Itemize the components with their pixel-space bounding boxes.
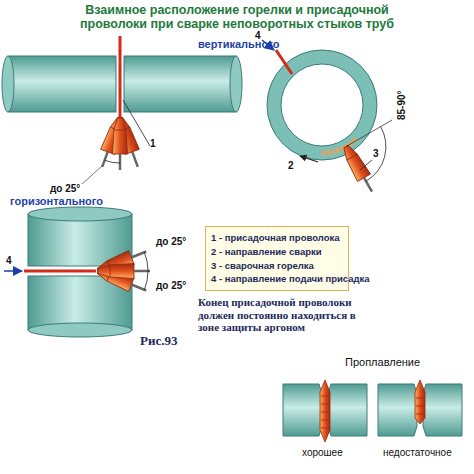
angle-arc [366,127,386,182]
angle-arc [144,252,148,271]
pipe-ring-edge [267,50,377,160]
legend-line: 1 - присадочная проволока [211,231,343,245]
pipe-section [283,384,322,436]
pipe-section [423,384,462,436]
filler-wire [24,270,96,273]
pipe [8,56,116,112]
leader-line [123,100,150,146]
section-heading: Проплавление [345,356,420,369]
welding-torch [98,264,150,279]
pipe-ring [274,57,370,153]
callout-number: 4 [6,255,12,267]
note-text: Конец присадочной проволоки должен посто… [198,296,376,334]
pipe-section [328,384,367,436]
welding-torch [113,115,145,169]
angle-label: до 25° [156,236,186,248]
pipe-section [378,384,417,436]
leader-line [360,160,372,170]
callout-number: 2 [288,160,294,172]
angle-label: до 25° [50,183,80,195]
legend-line: 4 - направление подачи присадка [211,272,343,286]
pipe-end [230,56,242,112]
pipe [124,56,236,112]
angle-arc [105,160,120,163]
bead-ripples [416,398,424,414]
legend-box: 1 - присадочная проволока2 - направление… [205,226,349,291]
tangent-line [346,120,392,147]
angle-label: до 25° [156,280,186,292]
welding-torch [113,118,128,170]
callout-number: 3 [373,148,379,160]
filler-wire [119,36,122,120]
bead-ripples [321,396,329,428]
pipe-end [28,207,132,221]
legend-line: 3 - сварочная горелка [211,259,343,273]
welding-torch [95,245,149,278]
pipe-ring-edge [281,64,363,146]
weld-bead [415,380,425,424]
feed-arrow [4,270,22,272]
quality-label: недостаточное [383,447,452,459]
welding-torch [95,264,149,297]
callout-number: 1 [150,138,156,150]
angle-label: 85-90° [396,90,408,120]
pipe-end [28,323,132,337]
weld-bead [320,380,330,442]
figure-caption: Рис.93 [140,334,177,349]
diagram-title: Взаимное расположение горелки и присадоч… [62,3,412,32]
direction-arrow [300,156,318,162]
welding-torch [340,143,379,196]
welding-torch [95,115,127,169]
quality-label: хорошее [302,447,343,459]
legend-line: 2 - направление сварки [211,245,343,259]
pipe-end [2,56,14,112]
angle-arc [144,271,148,290]
view-heading: горизонтального [10,195,103,208]
filler-wire [276,50,292,74]
view-heading: вертикального [198,38,279,51]
leader-line [82,166,102,184]
callout-number: 4 [255,30,261,42]
